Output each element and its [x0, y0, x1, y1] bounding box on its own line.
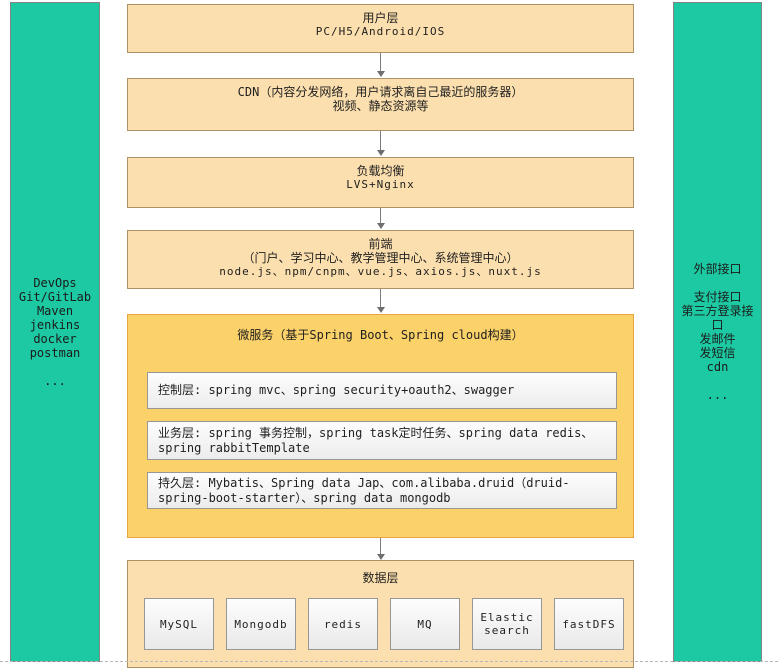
toolchain-item: Git/GitLab — [18, 290, 92, 304]
store-box-fastdfs: fastDFS — [554, 598, 624, 650]
store-label: fastDFS — [562, 617, 616, 631]
frontend-layer-subtitle: （门户、学习中心、教学管理中心、系统管理中心） — [242, 251, 519, 265]
external-api-item: cdn — [706, 360, 729, 374]
persistence-sublayer-text: 持久层: Mybatis、Spring data Jap、com.alibaba… — [158, 475, 570, 505]
load-balancer-box: 负载均衡 LVS+Nginx — [127, 157, 634, 208]
user-layer-subtitle: PC/H5/Android/IOS — [315, 25, 446, 38]
frontend-layer-tech: node.js、npm/cnpm、vue.js、axios.js、nuxt.js — [219, 265, 542, 278]
load-balancer-title: 负载均衡 — [356, 164, 405, 178]
store-label: MQ — [417, 617, 433, 631]
left-toolchain-panel: DevOps Git/GitLab Maven jenkins docker p… — [10, 2, 100, 662]
flow-arrow-down — [376, 289, 385, 313]
flow-arrow-down — [376, 208, 385, 229]
data-stores-row: MySQL Mongodb redis MQ Elastic search fa… — [144, 598, 624, 650]
controller-sublayer-text: 控制层: spring mvc、spring security+oauth2、s… — [158, 383, 515, 397]
frontend-layer-box: 前端 （门户、学习中心、教学管理中心、系统管理中心） node.js、npm/c… — [127, 230, 634, 289]
toolchain-item: DevOps — [33, 276, 77, 290]
load-balancer-subtitle: LVS+Nginx — [346, 178, 415, 191]
data-layer-title: 数据层 — [362, 571, 399, 585]
external-api-item: 外部接口 — [693, 262, 742, 276]
cdn-layer-box: CDN（内容分发网络，用户请求离自己最近的服务器） 视频、静态资源等 — [127, 78, 634, 131]
store-box-elasticsearch: Elastic search — [472, 598, 542, 650]
store-box-mq: MQ — [390, 598, 460, 650]
external-api-item-ellipsis: ... — [706, 388, 729, 402]
toolchain-spacer — [11, 360, 99, 374]
store-label: redis — [323, 617, 363, 631]
store-label: Elastic search — [480, 611, 534, 637]
business-sublayer-text: 业务层: spring 事务控制，spring task定时任务、spring … — [158, 425, 594, 455]
user-layer-title: 用户层 — [362, 11, 399, 25]
toolchain-item: postman — [29, 346, 81, 360]
page-break-line — [0, 661, 778, 662]
flow-arrow-down — [376, 131, 385, 156]
toolchain-item-ellipsis: ... — [44, 374, 66, 388]
store-box-mysql: MySQL — [144, 598, 214, 650]
cdn-layer-title: CDN（内容分发网络，用户请求离自己最近的服务器） — [237, 85, 524, 99]
microservice-layer-title: 微服务（基于Spring Boot、Spring cloud构建） — [237, 328, 524, 342]
external-api-item: 第三方登录接口 — [681, 304, 754, 332]
store-label: MySQL — [159, 617, 199, 631]
flow-arrow-down — [376, 538, 385, 560]
business-sublayer-box: 业务层: spring 事务控制，spring task定时任务、spring … — [147, 421, 617, 460]
toolchain-item: Maven — [36, 304, 74, 318]
user-layer-box: 用户层 PC/H5/Android/IOS — [127, 4, 634, 53]
microservice-layer-box: 微服务（基于Spring Boot、Spring cloud构建） 控制层: s… — [127, 314, 634, 538]
controller-sublayer-box: 控制层: spring mvc、spring security+oauth2、s… — [147, 372, 617, 409]
external-api-spacer — [674, 276, 761, 290]
cdn-layer-subtitle: 视频、静态资源等 — [332, 99, 429, 113]
store-box-redis: redis — [308, 598, 378, 650]
store-label: Mongodb — [234, 617, 288, 631]
store-box-mongodb: Mongodb — [226, 598, 296, 650]
toolchain-item: docker — [33, 332, 77, 346]
right-external-api-panel: 外部接口 支付接口 第三方登录接口 发邮件 发短信 cdn ... — [673, 2, 762, 662]
external-api-spacer — [674, 374, 761, 388]
external-api-item: 发邮件 — [699, 332, 736, 346]
external-api-item: 发短信 — [699, 346, 736, 360]
frontend-layer-title: 前端 — [368, 237, 393, 251]
data-layer-box: 数据层 MySQL Mongodb redis MQ Elastic searc… — [127, 560, 634, 668]
persistence-sublayer-box: 持久层: Mybatis、Spring data Jap、com.alibaba… — [147, 472, 617, 509]
toolchain-item: jenkins — [29, 318, 81, 332]
flow-arrow-down — [376, 53, 385, 77]
external-api-item: 支付接口 — [693, 290, 742, 304]
